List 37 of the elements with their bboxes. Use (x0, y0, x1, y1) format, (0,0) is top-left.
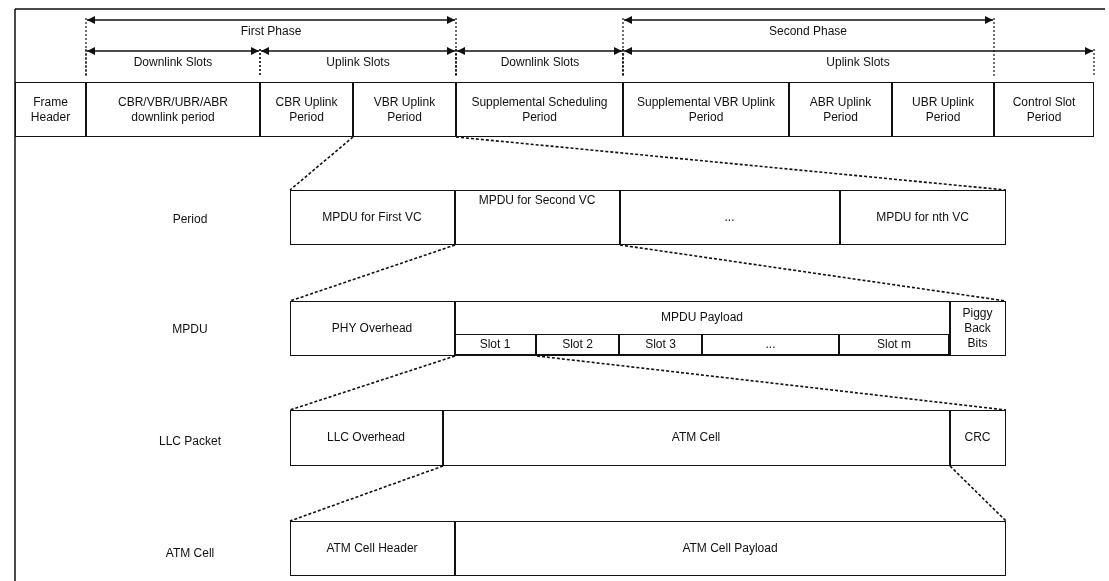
zoom-line (289, 465, 444, 522)
dimension-label: Downlink Slots (131, 55, 215, 69)
frame-field: Frame Header (15, 82, 86, 137)
frame-field: Supplemental VBR Uplink Period (623, 82, 789, 137)
dimension-label: Uplink Slots (324, 55, 392, 69)
payload-field (454, 300, 950, 356)
frame-field: CBR/VBR/UBR/ABR downlink period (86, 82, 260, 137)
dimension-label: Downlink Slots (498, 55, 582, 69)
frame-field: Supplemental Scheduling Period (456, 82, 623, 137)
dimension-label: Second Phase (766, 24, 850, 38)
frame-field: Slot 1 (454, 334, 536, 355)
row-label: LLC Packet (157, 434, 223, 448)
frame-field: VBR Uplink Period (353, 82, 456, 137)
row-label: ATM Cell (163, 546, 217, 560)
frame-field: Control Slot Period (994, 82, 1094, 137)
zoom-line (289, 244, 456, 302)
frame-field: ... (702, 334, 839, 355)
frame-field: ... (619, 189, 840, 245)
dimension-label: First Phase (238, 24, 304, 38)
frame-field: Slot 2 (536, 334, 619, 355)
zoom-line (949, 465, 1007, 522)
dimension-label: Uplink Slots (824, 55, 892, 69)
field-heading: MPDU Payload (660, 309, 744, 325)
zoom-line (289, 355, 456, 411)
zoom-line (619, 244, 1007, 302)
row-label: MPDU (170, 322, 210, 336)
frame-field: CBR Uplink Period (260, 82, 353, 137)
frame-field: ATM Cell (442, 409, 950, 466)
frame-field: Slot m (839, 334, 949, 355)
frame-field: UBR Uplink Period (892, 82, 994, 137)
frame-field: Slot 3 (619, 334, 702, 355)
zoom-line (289, 136, 354, 191)
frame-field: ABR Uplink Period (789, 82, 892, 137)
row-label: Period (170, 212, 210, 226)
zoom-line (455, 136, 1007, 191)
frame-field: MPDU for Second VC (454, 189, 620, 245)
zoom-line (536, 355, 1007, 411)
